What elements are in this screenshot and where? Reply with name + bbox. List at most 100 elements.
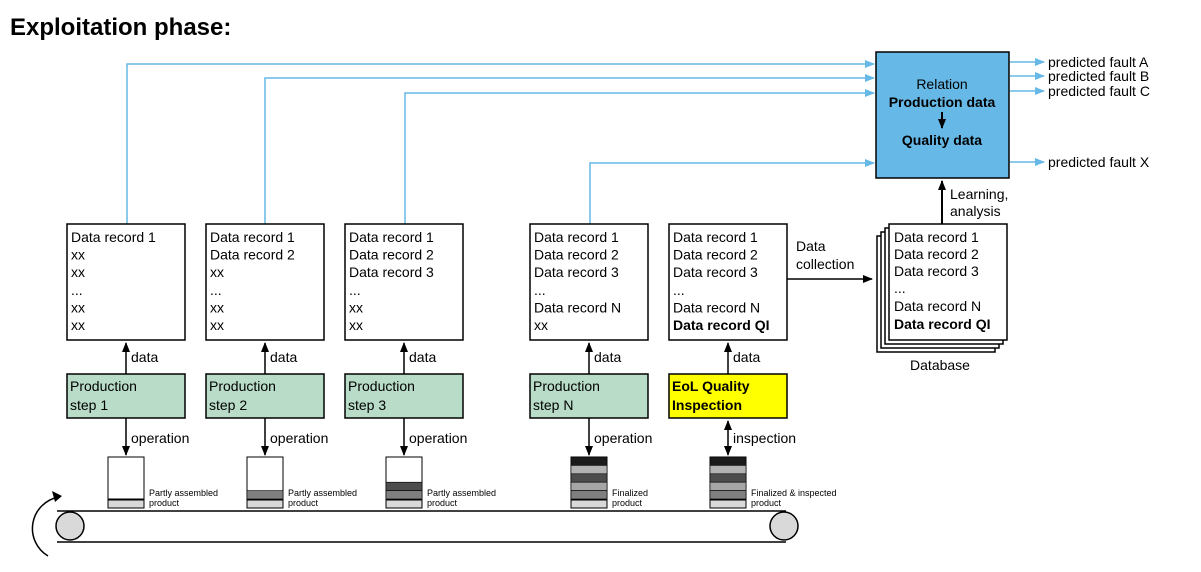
step-label: step 1 xyxy=(70,397,108,413)
data-arrow-label: data xyxy=(270,349,297,365)
product-label: product xyxy=(751,498,782,508)
product-label: product xyxy=(149,498,180,508)
step-label: Production xyxy=(533,378,600,394)
data-record-line: xx xyxy=(534,317,548,333)
production-step-box xyxy=(344,373,464,419)
data-record-qi: Data record QI xyxy=(673,317,769,333)
step-label: Production xyxy=(348,378,415,394)
operation-label: operation xyxy=(270,430,328,446)
product-label: product xyxy=(612,498,643,508)
feed-line-step2 xyxy=(264,74,875,224)
product-layer xyxy=(570,473,608,483)
feed-line-step1 xyxy=(126,60,875,224)
product-layer xyxy=(570,456,608,466)
rotation-arrow-icon xyxy=(52,491,62,502)
product-layer xyxy=(709,465,747,475)
data-record-line: ... xyxy=(71,282,83,298)
database-record: Data record N xyxy=(894,298,981,314)
data-record-line: xx xyxy=(210,264,224,280)
belt-roller-left xyxy=(55,511,85,541)
database-record: Data record 2 xyxy=(894,246,979,262)
data-arrow-label: data xyxy=(594,349,621,365)
page-title: Exploitation phase: xyxy=(10,14,231,41)
database: Data record 1 Data record 2 Data record … xyxy=(876,223,1008,373)
product-base xyxy=(385,499,423,509)
data-record-box xyxy=(344,223,464,341)
prediction-label: predicted fault A xyxy=(1048,54,1149,70)
database-front-sheet xyxy=(888,223,1008,341)
step-label: EoL Quality xyxy=(672,378,750,394)
data-record-line: Data record 3 xyxy=(673,264,758,280)
data-record-box xyxy=(205,223,325,341)
step-label: Production xyxy=(70,378,137,394)
data-record-line: xx xyxy=(210,299,224,315)
data-record-line: ... xyxy=(349,282,361,298)
data-record-line: xx xyxy=(71,264,85,280)
data-record-line: Data record 1 xyxy=(673,229,758,245)
data-record-line: Data record N xyxy=(673,299,760,315)
data-record-line: xx xyxy=(71,247,85,263)
product-label: Finalized xyxy=(612,488,648,498)
product-base xyxy=(709,499,747,509)
data-record-line: Data record N xyxy=(534,299,621,315)
data-record-line: Data record 2 xyxy=(673,247,758,263)
product-label: Finalized & inspected xyxy=(751,488,837,498)
step-label: step N xyxy=(533,397,573,413)
learning-label: Learning, xyxy=(950,186,1008,202)
data-record-box xyxy=(66,223,186,341)
production-step-box xyxy=(66,373,186,419)
data-record-line: Data record 3 xyxy=(349,264,434,280)
step-label: Inspection xyxy=(672,397,742,413)
data-record-line: xx xyxy=(210,317,224,333)
step-label: Production xyxy=(209,378,276,394)
data-record-box xyxy=(529,223,649,341)
product-layer xyxy=(246,490,284,500)
product-label: Partly assembled xyxy=(149,488,218,498)
product-body xyxy=(107,456,145,500)
product-layer xyxy=(570,481,608,491)
product-label: Partly assembled xyxy=(427,488,496,498)
data-record-line: ... xyxy=(210,282,222,298)
eol-inspection-box xyxy=(668,373,788,419)
data-record-line: xx xyxy=(71,317,85,333)
step-label: step 2 xyxy=(209,397,247,413)
data-arrow-label: data xyxy=(733,349,760,365)
product-layer xyxy=(570,465,608,475)
analysis-label: analysis xyxy=(950,203,1001,219)
data-record-line: xx xyxy=(349,299,363,315)
data-record-line: Data record 1 xyxy=(349,229,434,245)
feed-line-stepN xyxy=(589,159,875,224)
data-record-line: Data record 1 xyxy=(534,229,619,245)
product-layer xyxy=(709,473,747,483)
data-record-line: Data record 1 xyxy=(210,229,295,245)
prediction-outputs: predicted fault A predicted fault B pred… xyxy=(1010,54,1150,170)
product-label: product xyxy=(427,498,458,508)
step-label: step 3 xyxy=(348,397,386,413)
product-layer xyxy=(709,481,747,491)
data-record-box xyxy=(668,223,788,341)
relation-production-data: Production data xyxy=(889,94,996,110)
database-label: Database xyxy=(910,357,970,373)
prediction-label: predicted fault X xyxy=(1048,154,1150,170)
data-arrow-label: data xyxy=(131,349,158,365)
data-record-line: Data record 3 xyxy=(534,264,619,280)
product-label: Partly assembled xyxy=(288,488,357,498)
relation-title: Relation xyxy=(916,76,967,92)
data-record-line: Data record 2 xyxy=(349,247,434,263)
data-record-line: Data record 1 xyxy=(71,229,156,245)
production-columns: Data record 1xxxx...xxxxdataProductionst… xyxy=(66,223,837,509)
relation-quality-data: Quality data xyxy=(902,132,982,148)
feed-lines xyxy=(126,60,875,224)
feed-line-step3 xyxy=(404,89,875,224)
product-base xyxy=(570,499,608,509)
data-record-line: Data record 2 xyxy=(534,247,619,263)
database-record: ... xyxy=(894,280,906,296)
conveyor-belt xyxy=(31,491,799,557)
data-record-line: Data record 2 xyxy=(210,247,295,263)
operation-label: operation xyxy=(594,430,652,446)
operation-label: inspection xyxy=(733,430,796,446)
product-base xyxy=(246,499,284,509)
operation-label: operation xyxy=(409,430,467,446)
